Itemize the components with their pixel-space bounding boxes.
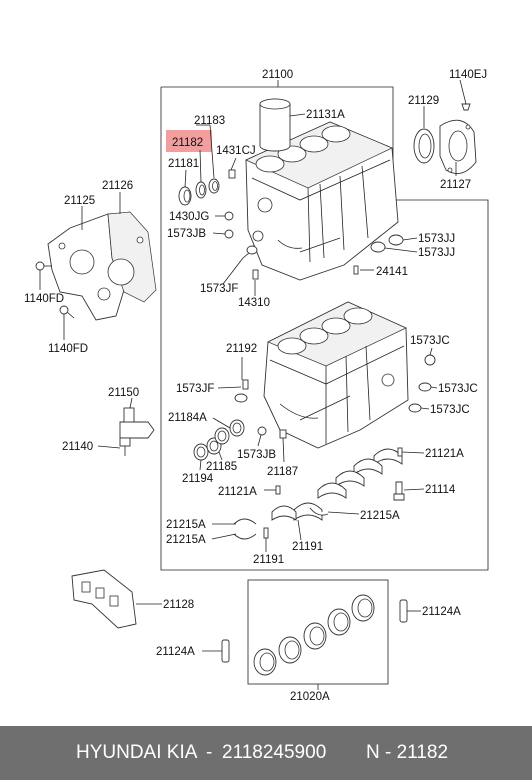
label-1573JJ-a: 1573JJ <box>418 233 455 245</box>
leader-lines <box>39 79 467 652</box>
label-1140FD-b: 1140FD <box>48 343 88 355</box>
label-21215A-left2: 21215A <box>166 534 206 546</box>
part-number-footer: HYUNDAI KIA - 2118245900 N - 21182 <box>0 726 532 780</box>
label-21194: 21194 <box>182 473 214 485</box>
footer-part-number: 2118245900 <box>222 742 327 763</box>
cam-bushings <box>193 419 245 461</box>
label-21124A-left: 21124A <box>156 646 195 658</box>
thrust-washers <box>233 507 329 540</box>
label-1430JG: 1430JG <box>169 211 209 223</box>
label-21192: 21192 <box>226 343 257 355</box>
label-24141: 24141 <box>376 266 408 278</box>
key-left <box>221 639 230 663</box>
label-21131A: 21131A <box>306 109 345 121</box>
label-21191-b: 21191 <box>253 554 284 566</box>
label-21185: 21185 <box>206 461 237 473</box>
label-1573JB-top: 1573JB <box>167 228 206 240</box>
label-21140: 21140 <box>62 441 93 453</box>
highlight-box <box>166 130 212 152</box>
label-1573JC-a: 1573JC <box>410 335 450 347</box>
label-1573JC-b: 1573JC <box>438 383 478 395</box>
label-21126: 21126 <box>102 180 133 192</box>
cylinder-block-lower <box>263 301 409 449</box>
part-labels: 21100 1140EJ 21129 21183 21131A 1431CJ 2… <box>24 69 487 703</box>
key-right <box>399 599 408 623</box>
label-1431CJ: 1431CJ <box>216 145 256 157</box>
label-21181: 21181 <box>168 158 199 170</box>
label-21215A-left1: 21215A <box>166 519 206 531</box>
piston-rings <box>253 594 375 676</box>
label-21124A-right: 21124A <box>422 606 461 618</box>
oil-pan-ladder <box>71 569 137 629</box>
label-21184A: 21184A <box>168 412 207 424</box>
footer-brand: HYUNDAI KIA <box>76 742 198 763</box>
label-1573JF-top: 1573JF <box>200 283 238 295</box>
main-bearing-caps <box>271 447 405 521</box>
label-21125: 21125 <box>64 195 95 207</box>
label-1573JJ-b: 1573JJ <box>418 247 455 259</box>
label-21191-a: 21191 <box>292 541 323 553</box>
label-21114: 21114 <box>425 484 456 496</box>
label-1140FD-a: 1140FD <box>24 293 64 305</box>
label-21215A-right: 21215A <box>360 510 400 522</box>
label-21187: 21187 <box>267 466 298 478</box>
cylinder-liner <box>259 98 291 152</box>
label-14310: 14310 <box>238 297 270 309</box>
label-21020A: 21020A <box>290 691 330 703</box>
front-cover-gaskets <box>35 211 157 321</box>
footer-separator: - <box>206 742 213 763</box>
label-1140EJ: 1140EJ <box>449 69 487 81</box>
footer-code: N - 21182 <box>366 742 449 763</box>
label-21183: 21183 <box>194 115 225 127</box>
assembly-frame <box>160 86 489 571</box>
rear-seal-retainer <box>413 103 477 175</box>
parts-diagram: 21100 1140EJ 21129 21183 21131A 1431CJ 2… <box>24 69 489 703</box>
label-21182: 21182 <box>172 137 203 149</box>
label-1573JF-mid: 1573JF <box>176 383 214 395</box>
label-21121A-right: 21121A <box>425 448 464 460</box>
label-21129: 21129 <box>408 95 439 107</box>
bushing-set <box>178 169 404 280</box>
label-21150: 21150 <box>108 387 139 399</box>
label-1573JC-c: 1573JC <box>430 404 470 416</box>
label-21100: 21100 <box>262 69 293 81</box>
label-21121A-mid: 21121A <box>218 486 257 498</box>
bracket-and-bolt <box>119 407 155 456</box>
label-21128: 21128 <box>163 599 194 611</box>
label-1573JB-mid: 1573JB <box>237 449 276 461</box>
label-21127: 21127 <box>440 179 471 191</box>
